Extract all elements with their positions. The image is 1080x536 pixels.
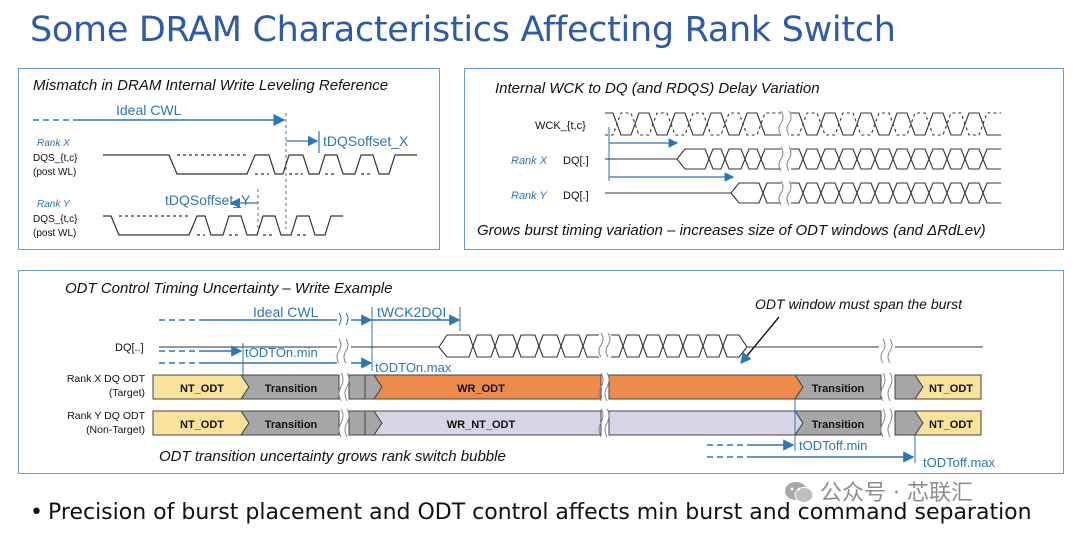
rank-x-dqs-waveform xyxy=(103,154,417,175)
bullet-point: •Precision of burst placement and ODT co… xyxy=(30,500,1032,525)
slide-title: Some DRAM Characteristics Affecting Rank… xyxy=(30,10,896,50)
rank-y-nt-odt-start: NT_ODT xyxy=(180,419,224,431)
watermark: 公众号 · 芯联汇 xyxy=(784,475,973,507)
tdqsoffset-x-label: tDQSoffset_X xyxy=(323,133,409,149)
panel2-caption: Grows burst timing variation – increases… xyxy=(477,222,986,239)
panel2-rank-y: Rank Y xyxy=(511,190,548,202)
panel-wck-dq-delay: Internal WCK to DQ (and RDQS) Delay Vari… xyxy=(464,68,1064,250)
rank-y-dqs-waveform xyxy=(103,215,343,236)
rank-y-odt-label-1: Rank Y DQ ODT xyxy=(67,410,145,422)
rank-x-transition-start: Transition xyxy=(265,383,318,395)
panel-odt-timing: ODT Control Timing Uncertainty – Write E… xyxy=(18,270,1064,474)
todtoff-min-label: tODToff.min xyxy=(799,438,867,453)
rank-x-transition-end: Transition xyxy=(812,383,865,395)
rank-x-odt-label-1: Rank X DQ ODT xyxy=(67,373,146,385)
twck2dqi-label: tWCK2DQI xyxy=(377,304,446,320)
odt-timing-diagram: ODT Control Timing Uncertainty – Write E… xyxy=(65,280,996,470)
rank-y-odt-label-2: (Non-Target) xyxy=(86,424,145,436)
rank-x-nt-odt-start: NT_ODT xyxy=(180,383,224,395)
panel2-dq-y: DQ[.] xyxy=(563,190,589,202)
wck-waveform xyxy=(605,112,1001,136)
ideal-cwl-label: Ideal CWL xyxy=(116,102,182,118)
panel3-heading: ODT Control Timing Uncertainty – Write E… xyxy=(65,280,392,297)
rank-y-transition-start: Transition xyxy=(265,419,318,431)
rank-y-dq-waveform xyxy=(605,182,1001,204)
rank-y-transition-end: Transition xyxy=(812,419,865,431)
watermark-text: 公众号 · 芯联汇 xyxy=(820,481,973,506)
panel3-dq-label: DQ[..] xyxy=(115,342,144,354)
tdqsoffset-y-label: tDQSoffset_Y xyxy=(165,192,251,208)
panel3-caption: ODT transition uncertainty grows rank sw… xyxy=(159,448,506,465)
rank-y-label: Rank Y xyxy=(37,199,71,210)
panel3-ideal-cwl: Ideal CWL xyxy=(253,304,319,320)
rank-y-odt-row xyxy=(152,410,982,436)
wck-label: WCK_{t,c} xyxy=(535,120,586,132)
wck-dq-diagram: Internal WCK to DQ (and RDQS) Delay Vari… xyxy=(477,80,1001,239)
panel2-heading: Internal WCK to DQ (and RDQS) Delay Vari… xyxy=(495,80,820,97)
rank-x-odt-label-2: (Target) xyxy=(109,387,145,399)
bullet-text: Precision of burst placement and ODT con… xyxy=(48,500,1032,525)
panel3-dq-waveform xyxy=(159,334,983,358)
rank-x-wr-odt: WR_ODT xyxy=(457,383,505,395)
write-leveling-diagram: Mismatch in DRAM Internal Write Leveling… xyxy=(33,77,417,239)
panel2-dq-x: DQ[.] xyxy=(563,155,589,167)
rank-y-nt-odt-end: NT_ODT xyxy=(929,419,973,431)
dqs-y-label-1: DQS_{t,c} xyxy=(33,214,78,225)
dqs-x-label-1: DQS_{t,c} xyxy=(33,153,78,164)
rank-x-nt-odt-end: NT_ODT xyxy=(929,383,973,395)
rank-x-label: Rank X xyxy=(37,138,70,149)
bullet-dot-icon: • xyxy=(30,500,43,525)
panel2-rank-x: Rank X xyxy=(511,155,548,167)
rank-x-dq-waveform xyxy=(605,148,1001,170)
panel-write-leveling: Mismatch in DRAM Internal Write Leveling… xyxy=(18,68,440,250)
todton-max-label: tODTOn.max xyxy=(375,360,452,375)
dqs-x-label-2: (post WL) xyxy=(33,167,76,178)
todton-min-label: tODTOn.min xyxy=(245,345,318,360)
dqs-y-label-2: (post WL) xyxy=(33,228,76,239)
rank-y-wr-nt-odt: WR_NT_ODT xyxy=(447,419,516,431)
rank-x-odt-row xyxy=(152,374,982,400)
panel1-heading: Mismatch in DRAM Internal Write Leveling… xyxy=(33,77,388,94)
odt-window-note: ODT window must span the burst xyxy=(755,296,963,312)
todtoff-max-label: tODToff.max xyxy=(923,455,996,470)
wechat-logo-icon xyxy=(785,482,814,503)
